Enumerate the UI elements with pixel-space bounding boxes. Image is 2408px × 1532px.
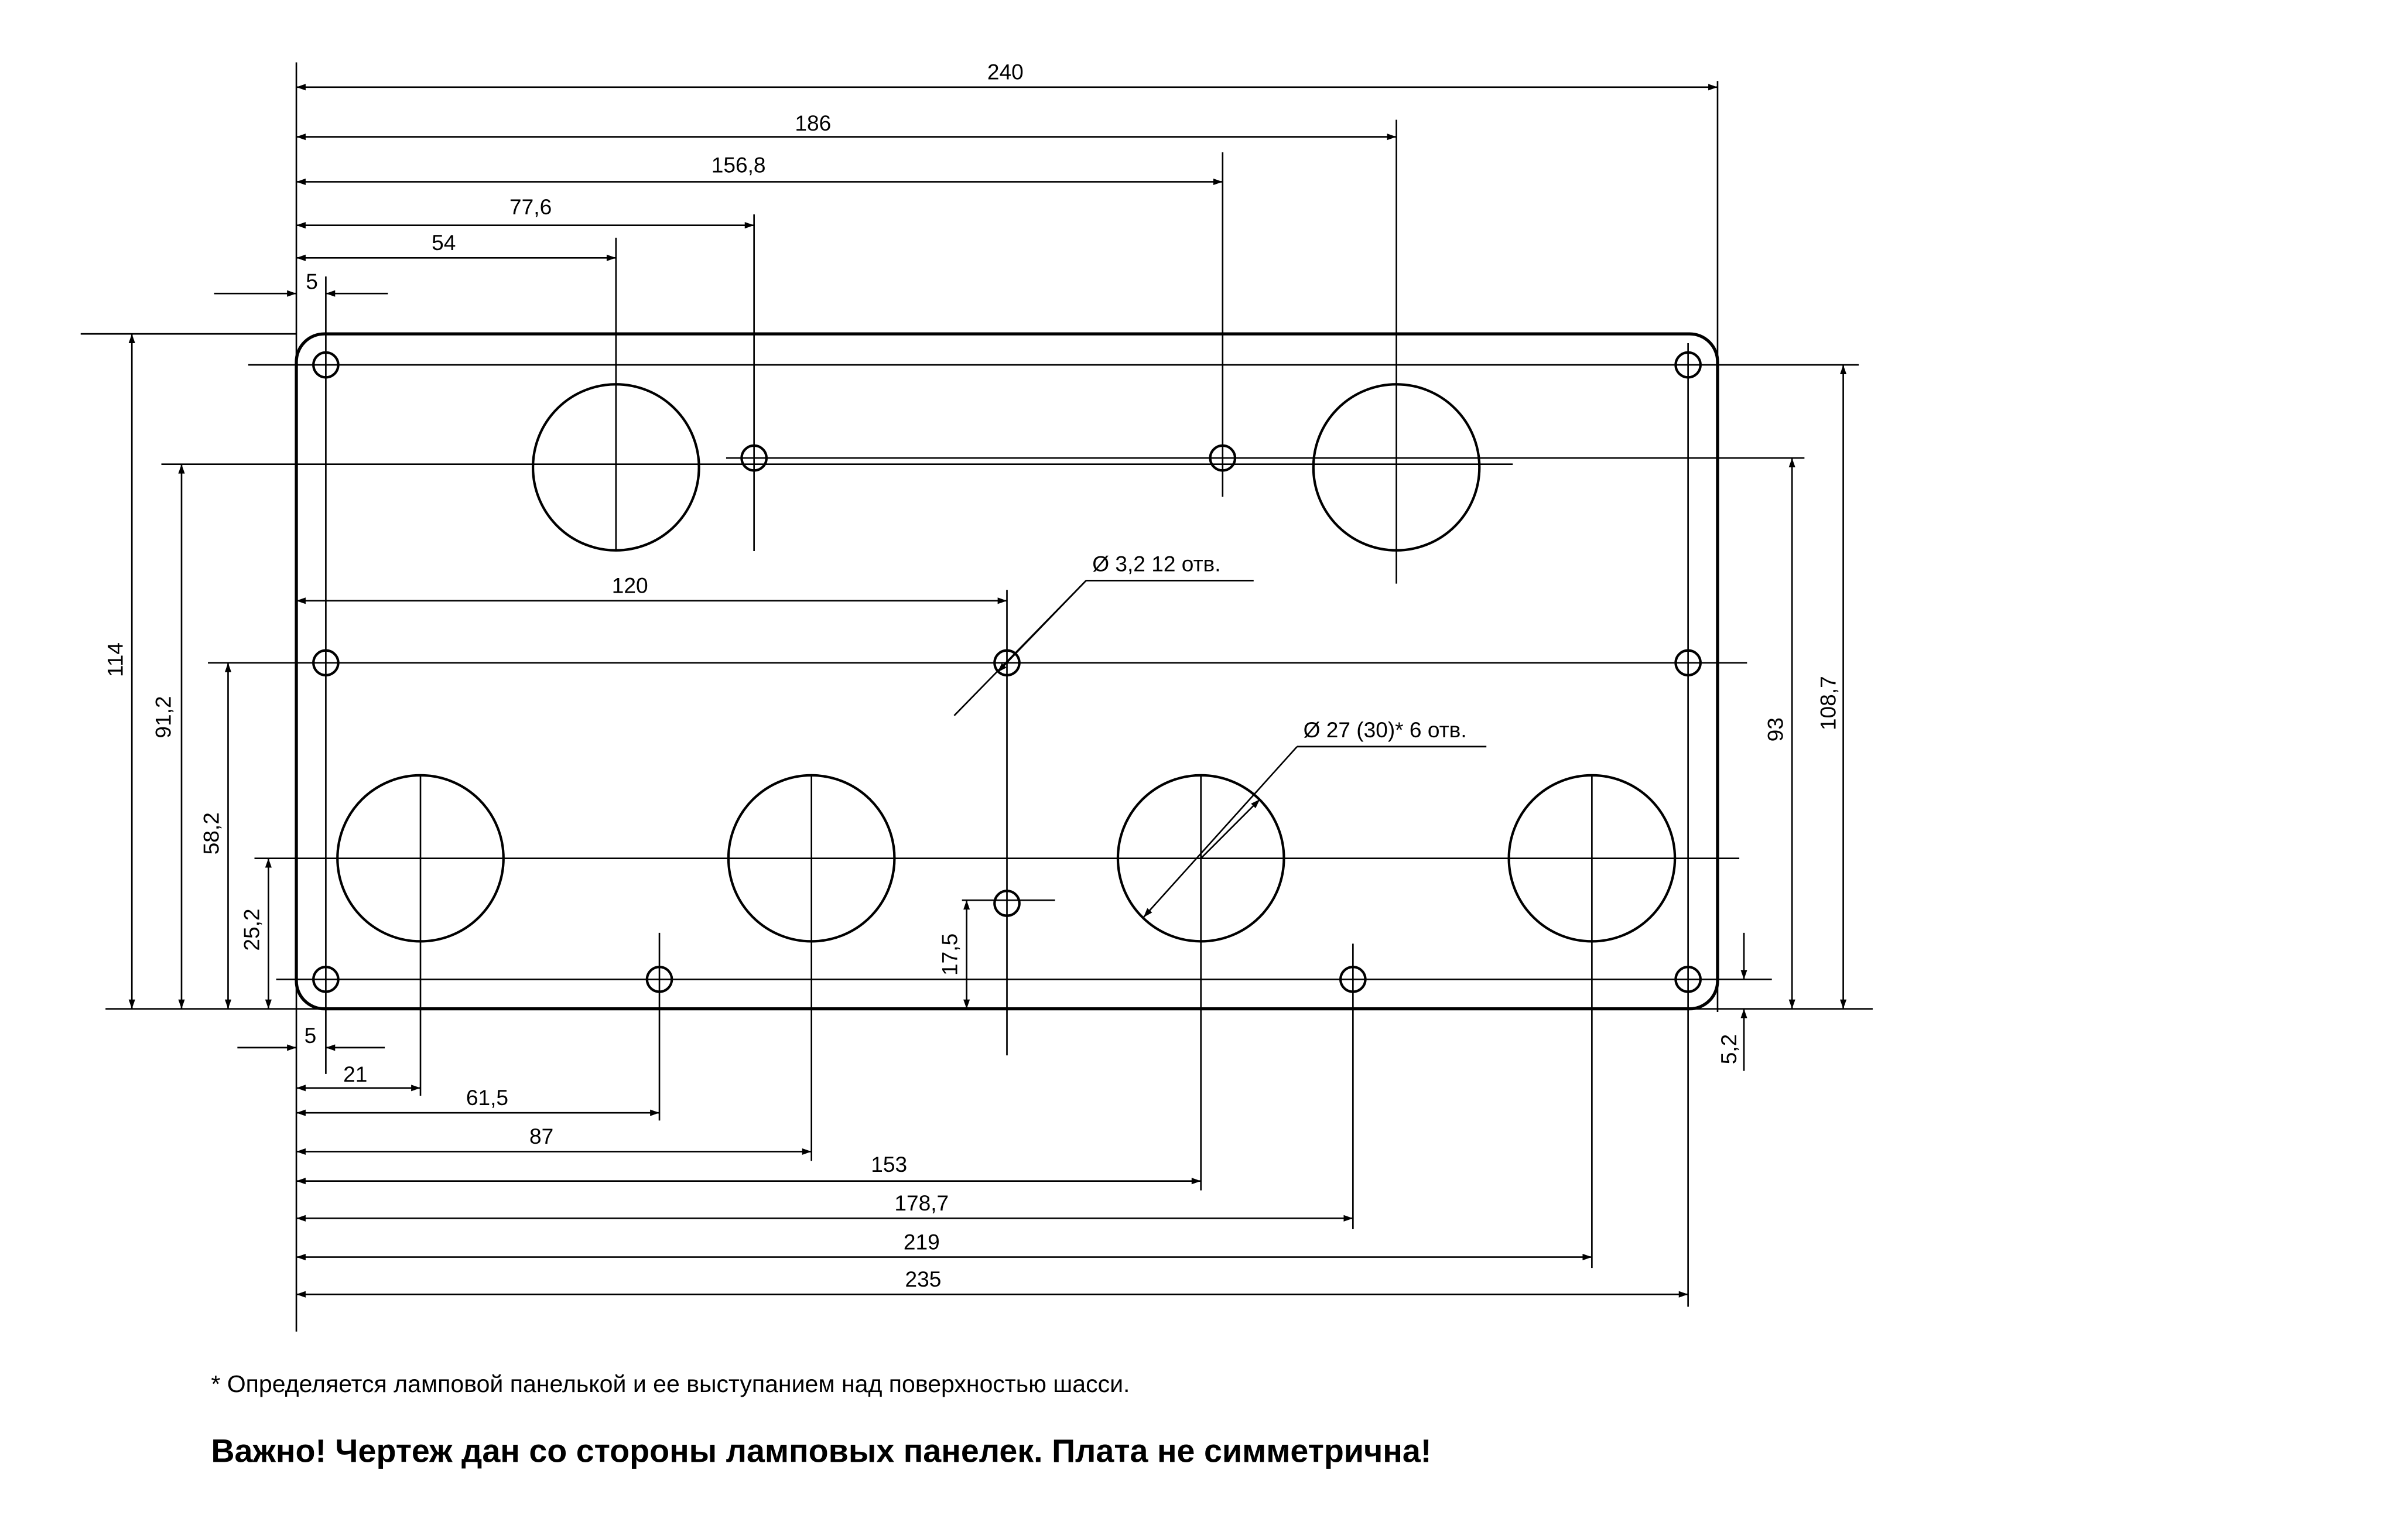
dim-label-21: 21 [343, 1062, 367, 1086]
large-holes-callout: Ø 27 (30)* 6 отв. [1304, 717, 1467, 742]
dim-label-77-6: 77,6 [509, 194, 552, 219]
dim-label-240: 240 [987, 60, 1024, 84]
dim-label-54: 54 [432, 230, 456, 255]
dim-label-61-5: 61,5 [466, 1085, 508, 1110]
footnote: * Определяется ламповой панелькой и ее в… [211, 1370, 1130, 1397]
dim-label-91-2: 91,2 [150, 696, 175, 738]
dim-label-93: 93 [1763, 717, 1787, 741]
dim-label-17-5: 17,5 [938, 933, 962, 976]
diameter-line [1143, 746, 1298, 918]
dim-label-156-8: 156,8 [712, 153, 766, 177]
dim-label-153: 153 [871, 1152, 907, 1177]
dim-label-58-2: 58,2 [199, 812, 224, 854]
dim-label-25-2: 25,2 [239, 908, 264, 950]
dim-label-5-top: 5 [306, 269, 318, 293]
dim-label-178-7: 178,7 [894, 1191, 949, 1215]
dim-label-87: 87 [529, 1124, 553, 1148]
small-holes-callout: Ø 3,2 12 отв. [1092, 551, 1220, 576]
dim-label-5-bottom: 5 [305, 1023, 317, 1048]
dim-label-120: 120 [612, 573, 648, 598]
dim-label-108-7: 108,7 [1815, 676, 1840, 730]
dim-label-5-2: 5,2 [1716, 1034, 1741, 1065]
warning-note: Важно! Чертеж дан со стороны ламповых па… [211, 1432, 1431, 1469]
dim-label-186: 186 [795, 111, 831, 135]
dim-label-219: 219 [904, 1229, 940, 1254]
dim-label-114: 114 [102, 642, 127, 677]
dim-label-235: 235 [905, 1267, 942, 1291]
